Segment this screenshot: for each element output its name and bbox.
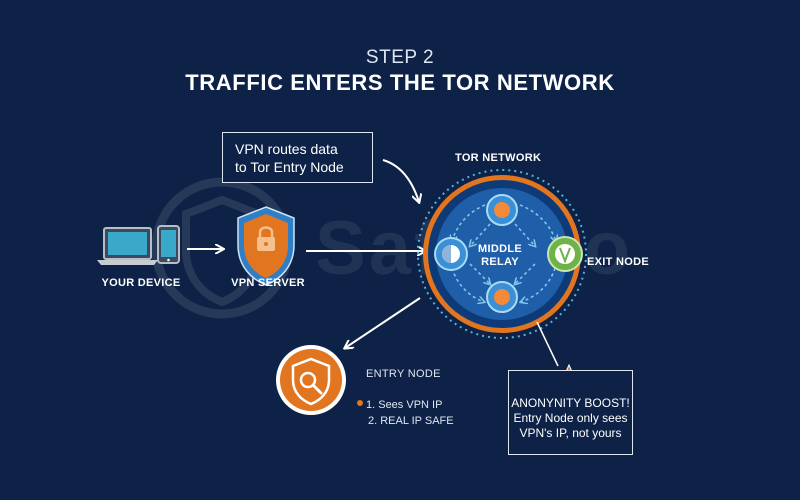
vpn-server-label: VPN SERVER [231, 277, 305, 289]
callout-line-2: to Tor Entry Node [235, 159, 344, 175]
entry-search-icon [276, 345, 346, 415]
your-device-label: YOUR DEVICE [101, 277, 181, 289]
boost-connector [536, 321, 559, 367]
entry-list-item-1: 1. Sees VPN IP [366, 399, 443, 411]
middle-relay-line-2: RELAY [481, 256, 519, 268]
entry-node-list: 1. Sees VPN IP 2. REAL IP SAFE [366, 397, 454, 429]
network-to-entry-arrow [345, 297, 421, 348]
laptop-icon [97, 227, 158, 265]
boost-line-1: ANONYNITY BOOST! [511, 396, 630, 410]
vpn-routes-callout: VPN routes data to Tor Entry Node [222, 132, 373, 183]
anonymity-boost-callout: ANONYNITY BOOST! Entry Node only sees VP… [508, 370, 633, 455]
entry-relay-node [434, 237, 468, 271]
middle-relay-line-1: MIDDLE [478, 243, 522, 255]
boost-line-3: VPN's IP, not yours [519, 426, 622, 440]
relay-paths [452, 204, 556, 302]
entry-list-item-2: 2. REAL IP SAFE [368, 415, 454, 427]
exit-node-label: EXIT NODE [587, 256, 649, 268]
callout-line-1: VPN routes data [235, 141, 338, 157]
callout-arrow [382, 159, 419, 202]
phone-icon [157, 225, 180, 264]
page-title: TRAFFIC ENTERS THE TOR NETWORK [185, 70, 615, 95]
step-label: STEP 2 [365, 47, 435, 68]
boost-line-2: Entry Node only sees [513, 411, 628, 425]
shield-lock-icon [237, 206, 295, 286]
entry-node-label: ENTRY NODE [366, 368, 441, 380]
tor-network-label: TOR NETWORK [455, 152, 542, 164]
exit-relay-node [547, 236, 583, 272]
entry-bullet-dot [357, 400, 363, 406]
relay-node-top [486, 194, 518, 226]
relay-node-bottom [486, 281, 518, 313]
middle-relay-label: MIDDLE RELAY [466, 243, 534, 269]
